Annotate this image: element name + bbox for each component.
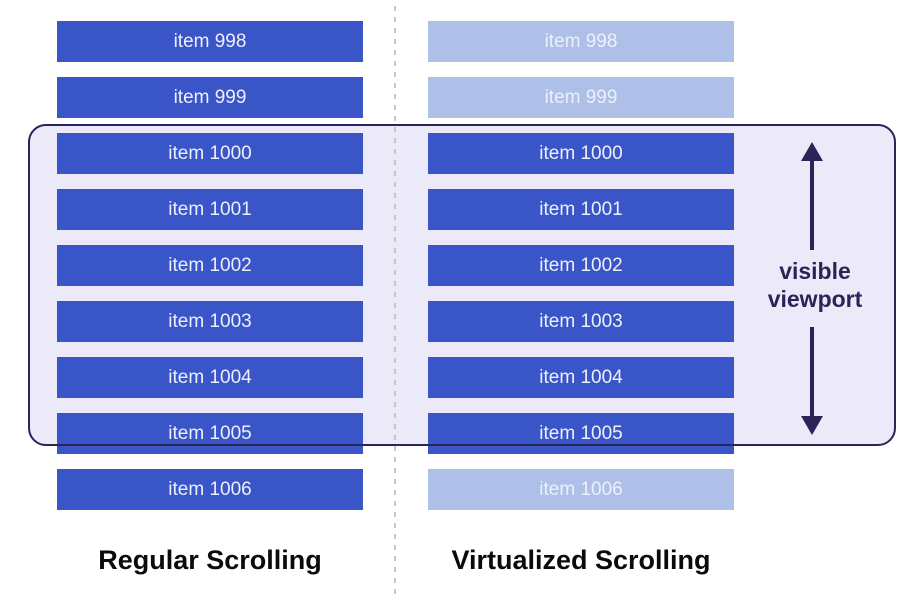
- list-item: item 999: [428, 77, 734, 118]
- list-item: item 1005: [428, 413, 734, 454]
- list-item: item 1004: [428, 357, 734, 398]
- list-item: item 1004: [57, 357, 363, 398]
- virtualized-scrolling-column: item 998 item 999 item 1000 item 1001 it…: [428, 21, 734, 510]
- down-arrow-icon: [801, 327, 823, 435]
- list-item: item 998: [57, 21, 363, 62]
- list-item: item 1006: [428, 469, 734, 510]
- list-item: item 1002: [57, 245, 363, 286]
- list-item: item 1005: [57, 413, 363, 454]
- list-item: item 999: [57, 77, 363, 118]
- list-item: item 1006: [57, 469, 363, 510]
- column-title-virtualized: Virtualized Scrolling: [451, 545, 711, 575]
- list-item: item 1001: [57, 189, 363, 230]
- viewport-label: visible viewport: [730, 257, 900, 313]
- up-arrow-icon: [801, 142, 823, 250]
- regular-scrolling-column: item 998 item 999 item 1000 item 1001 it…: [57, 21, 363, 510]
- list-item: item 1002: [428, 245, 734, 286]
- list-item: item 1003: [57, 301, 363, 342]
- viewport-label-line2: viewport: [767, 286, 863, 312]
- column-divider: [394, 6, 396, 594]
- viewport-label-line1: visible: [779, 258, 851, 284]
- list-item: item 1001: [428, 189, 734, 230]
- list-item: item 1000: [57, 133, 363, 174]
- list-item: item 1000: [428, 133, 734, 174]
- list-item: item 1003: [428, 301, 734, 342]
- list-item: item 998: [428, 21, 734, 62]
- column-title-regular: Regular Scrolling: [98, 545, 322, 575]
